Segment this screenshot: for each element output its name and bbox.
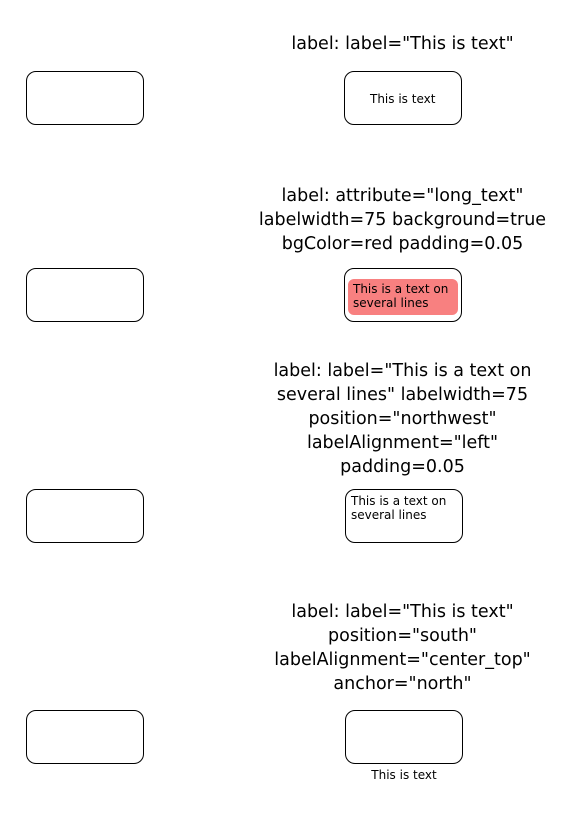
labeled-node-1: This is text (344, 71, 462, 125)
node-label-1: This is text (370, 92, 436, 106)
caption-4: label: label="This is text" position="so… (274, 602, 531, 694)
labeled-node-3: This is a text on several lines (345, 489, 463, 543)
plain-node-4 (26, 710, 144, 764)
labeled-node-2: This is a text on several lines (344, 268, 462, 322)
plain-node-1 (26, 71, 144, 125)
caption-2: label: attribute="long_text" labelwidth=… (258, 186, 547, 254)
node-label-4: This is text (371, 768, 437, 782)
labeled-node-4 (345, 710, 463, 764)
caption-1: label: label="This is text" (291, 34, 514, 54)
plain-node-3 (26, 489, 144, 543)
caption-3: label: label="This is a text on several … (273, 361, 532, 477)
node-label-3: This is a text on several lines (351, 494, 447, 522)
node-label-2: This is a text on several lines (348, 279, 458, 315)
plain-node-2 (26, 268, 144, 322)
